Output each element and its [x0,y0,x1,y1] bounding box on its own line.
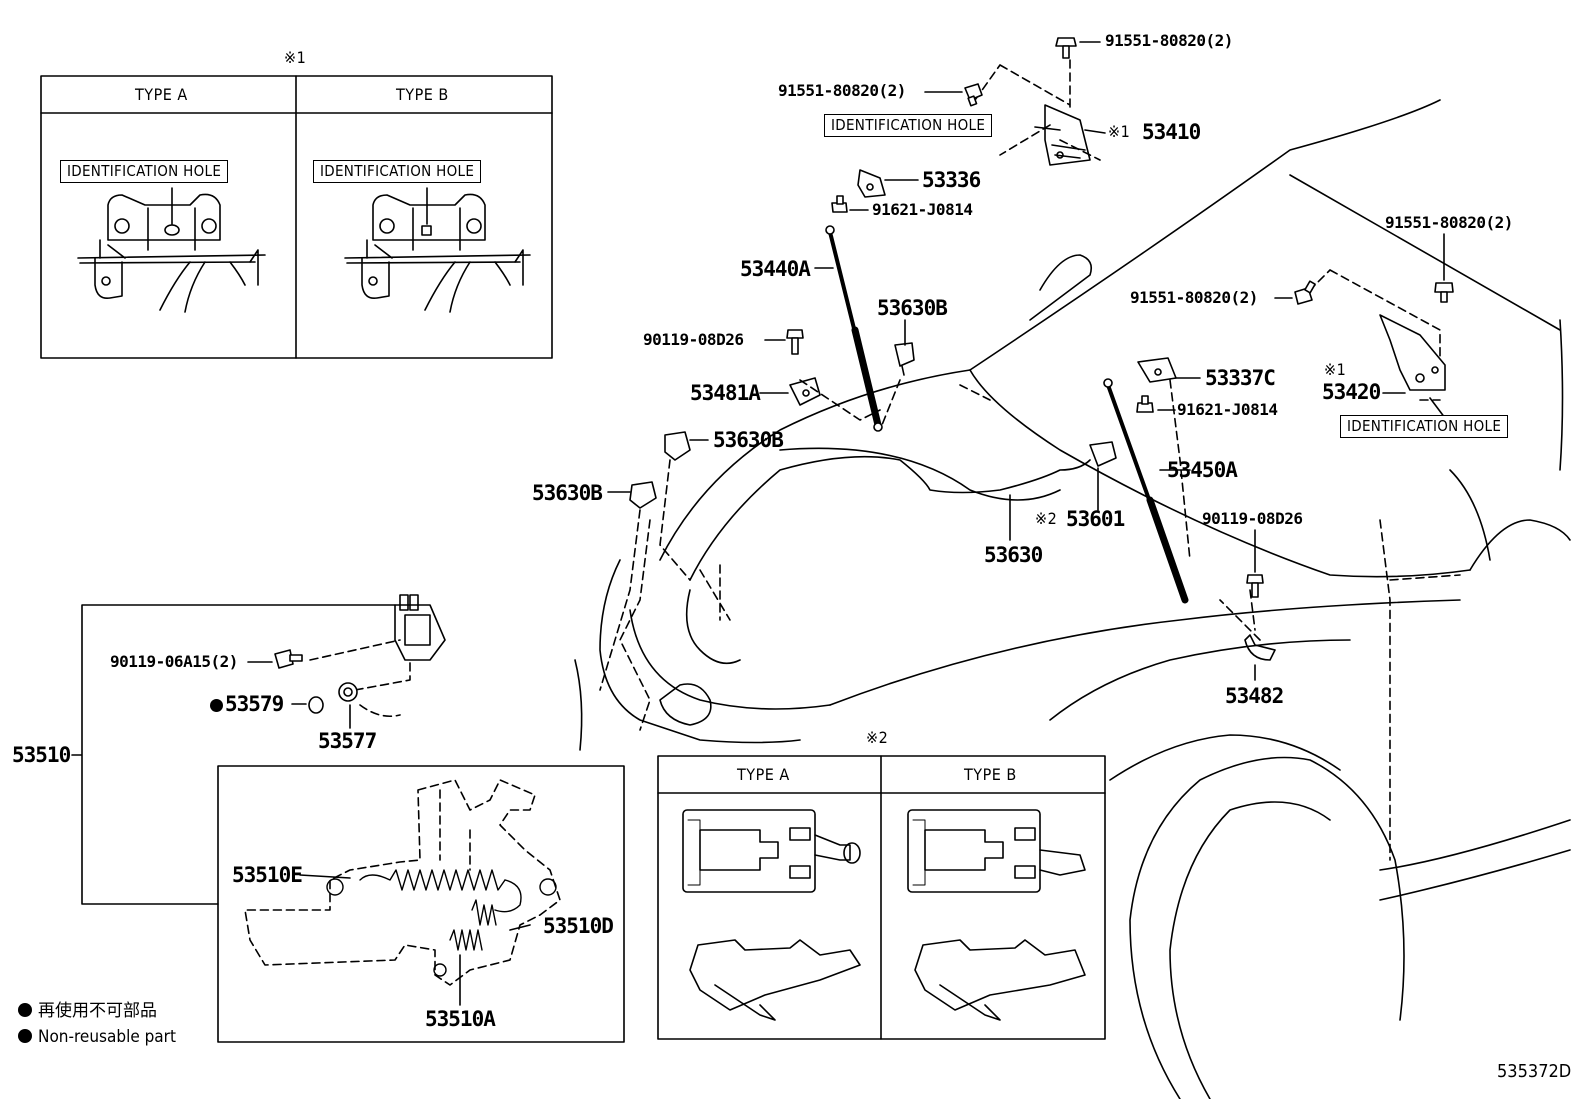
bolt-90119-a [786,329,804,355]
callout-53410-mark: ※1 [1108,122,1131,141]
callout-53630: 53630 [984,543,1043,567]
callout-53336: 53336 [922,168,981,192]
callout-53440A: 53440A [740,257,811,281]
hood-hinge-53420 [1379,314,1446,391]
callout-53510A: 53510A [425,1007,496,1031]
non-reusable-marker-icon [210,699,223,712]
bracket-53481A [789,377,821,406]
inset1-id-hole-a: IDENTIFICATION HOLE [60,160,229,183]
bolt-left-91551 [964,83,983,107]
bolt-right-mid-91551 [1294,280,1316,305]
bracket-53337C [1137,357,1177,383]
callout-90119-06A15: 90119-06A15(2) [110,652,238,671]
cable-clip-type-a-sketch [682,809,861,1021]
clip-53630B-mid [664,431,691,461]
legend-japanese: 再使用不可部品 [18,1003,157,1020]
legend-english-text: Non-reusable part [38,1027,176,1047]
callout-90119-08D26-b: 90119-08D26 [1202,509,1303,528]
inset2-type-b-heading: TYPE B [964,765,1017,784]
inset1-marker: ※1 [284,48,307,67]
callout-53420: 53420 [1322,380,1381,404]
seal-53579 [308,696,324,714]
callout-53481A: 53481A [690,381,761,405]
group-bracket-53510 [71,604,396,905]
callout-53450A: 53450A [1167,458,1238,482]
cable-clip-type-b-sketch [907,809,1086,1021]
lock-springs [326,869,557,977]
vehicle-outline [574,99,1571,1099]
hood-strut-53440A [825,225,883,432]
callout-53630B-mid: 53630B [713,428,784,452]
inset1-type-a-heading: TYPE A [135,85,188,104]
callout-53577: 53577 [318,729,377,753]
callout-91551-80820-top: 91551-80820(2) [1105,31,1233,50]
callout-53410: 53410 [1142,120,1201,144]
callout-53601-mark: ※2 [1035,509,1058,528]
callout-53337C: 53337C [1205,366,1276,390]
callout-53630B-top: 53630B [877,296,948,320]
callout-91551-80820-right-mid: 91551-80820(2) [1130,288,1258,307]
callout-53579-text: 53579 [225,692,284,716]
inset2-type-a-heading: TYPE A [737,765,790,784]
legend-english: Non-reusable part [18,1029,176,1046]
inset1-frame [40,75,553,359]
hood-lock-53510 [394,594,446,661]
callout-id-hole-53420: IDENTIFICATION HOLE [1340,415,1509,438]
legend-japanese-text: 再使用不可部品 [38,1001,157,1021]
hood-release-cable [685,455,1091,665]
bolt-90119-06A15 [274,649,303,669]
bracket-53336 [857,169,886,198]
clip-53630B-left [629,481,657,509]
callout-53510: 53510 [12,743,71,767]
hood-hinge-53410 [1044,104,1091,166]
callout-90119-08D26-a: 90119-08D26 [643,330,744,349]
bolt-right-top-91551 [1434,282,1454,303]
callout-53510E: 53510E [232,863,303,887]
hood-strut-53450A [1103,378,1189,604]
clip-53601 [1089,441,1117,467]
callout-53510D: 53510D [543,914,614,938]
callout-91621-J0814-a: 91621-J0814 [872,200,973,219]
bolt-91621-a [831,195,848,213]
callout-91551-80820-left: 91551-80820(2) [778,81,906,100]
figure-id: 535372D [1497,1061,1572,1082]
bullet-icon [18,1003,32,1017]
clip-53630B-top [894,342,915,376]
inset2-marker: ※2 [866,728,889,747]
callout-53420-mark: ※1 [1324,360,1347,379]
bumper-53577 [338,682,358,702]
callout-91551-80820-right-top: 91551-80820(2) [1385,213,1513,232]
bolt-91621-b [1136,395,1154,413]
hinge-type-a-sketch [77,187,266,313]
bolt-90119-b [1246,574,1264,598]
callout-53601: 53601 [1066,507,1125,531]
bolt-top-91551 [1055,37,1077,59]
lock-detail-sketch [244,779,561,986]
inset1-id-hole-b: IDENTIFICATION HOLE [313,160,482,183]
callout-53579: 53579 [210,692,284,716]
hinge-type-b-sketch [344,187,531,313]
callout-id-hole-53410: IDENTIFICATION HOLE [824,114,993,137]
bracket-53482 [1244,634,1276,661]
label-leaders [247,41,1446,729]
inset2-frame [657,755,1106,1040]
callout-53630B-left: 53630B [532,481,603,505]
callout-53482: 53482 [1225,684,1284,708]
lock-detail-frame [217,765,625,1043]
bullet-icon [18,1029,32,1043]
inset1-type-b-heading: TYPE B [396,85,449,104]
callout-91621-J0814-b: 91621-J0814 [1177,400,1278,419]
